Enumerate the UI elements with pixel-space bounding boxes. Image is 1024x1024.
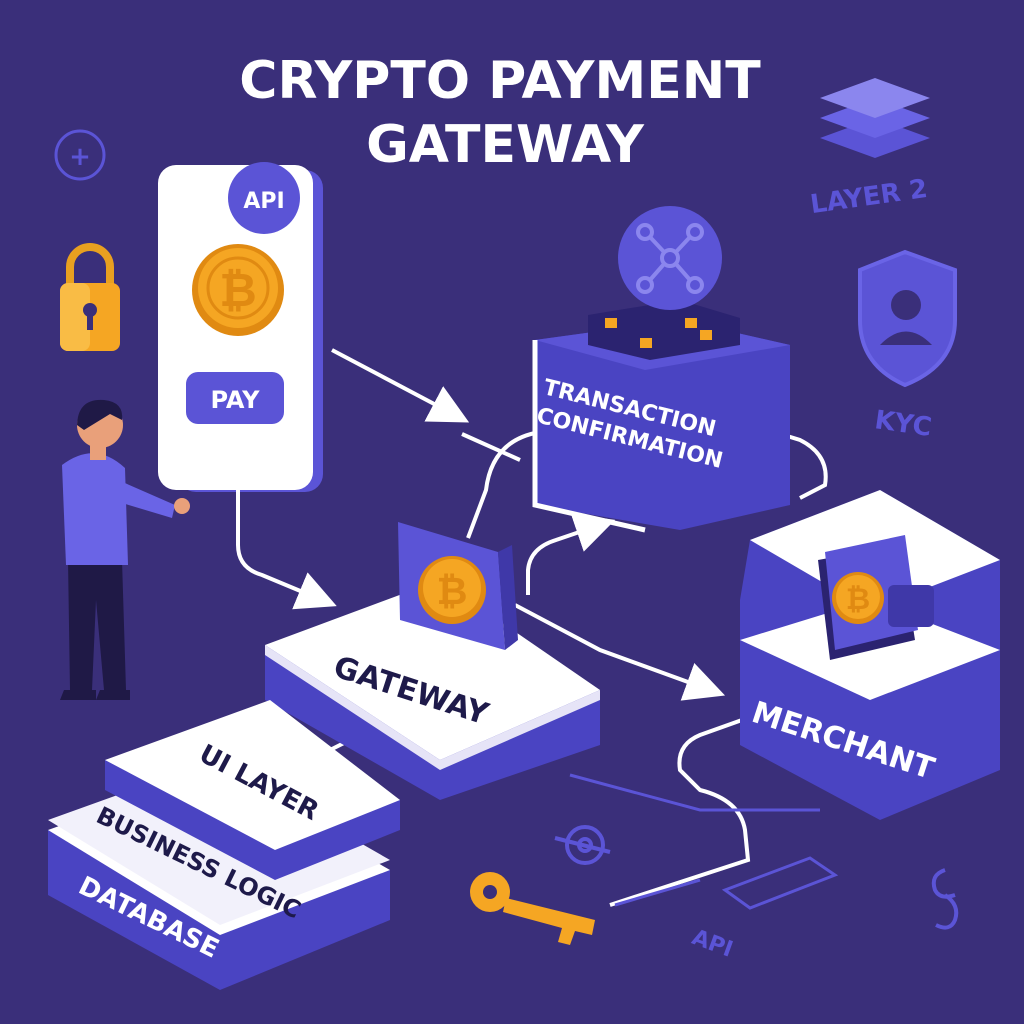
layer-stack: UI LAYER BUSINESS LOGIC DATABASE [48,700,400,990]
key-icon [470,872,595,945]
svg-text:₿: ₿ [437,569,468,613]
gateway-block: ₿ GATEWAY [265,522,600,800]
title-line-1: CRYPTO PAYMENT [239,51,761,111]
pay-button[interactable] [186,372,284,424]
svg-text:₿: ₿ [846,582,870,617]
user-figure [60,399,190,700]
chain-link-icon [931,868,959,930]
transaction-block: TRANSACTION CONFIRMATION [532,206,790,533]
network-node-icon [618,206,722,310]
layers-icon [820,78,930,158]
gateway-coin-panel: ₿ [398,522,518,650]
link-icon [554,825,611,865]
kyc-label: KYC [873,405,934,443]
bitcoin-coin-icon: ₿ [192,244,284,336]
api-card: API ₿ PAY [158,162,323,492]
pay-button-label: PAY [210,386,260,414]
title-line-2: GATEWAY [366,115,645,175]
thin-connectors [569,773,820,907]
flow-connectors [236,348,828,907]
svg-text:+: + [69,142,91,172]
api-badge-label: API [243,189,284,214]
wallet-icon: ₿ [818,535,934,660]
shield-user-icon [858,249,957,388]
padlock-icon [60,243,120,351]
api-badge [228,162,300,234]
svg-text:₿: ₿ [219,263,257,317]
plus-coin-icon: + [54,129,106,181]
api-tag-label: API [689,925,736,963]
merchant-block: ₿ MERCHANT [740,490,1000,820]
layer2-label: LAYER 2 [808,174,929,220]
